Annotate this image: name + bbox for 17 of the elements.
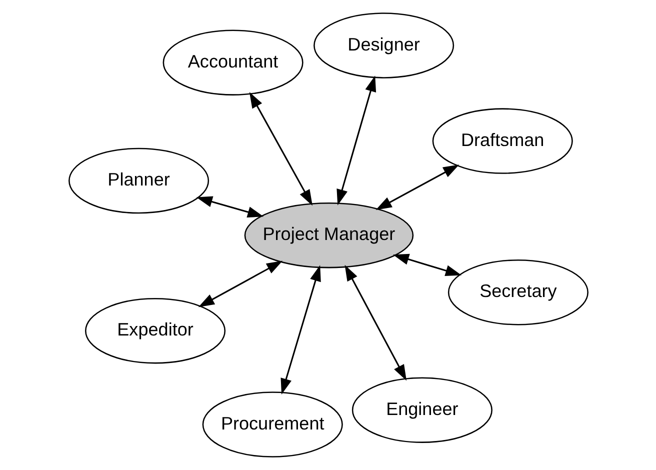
node-ellipse: Expeditor: [84, 298, 226, 364]
node-ellipse: Procurement: [202, 392, 342, 458]
node-ellipse: Project Manager: [244, 202, 414, 268]
node-ellipse: Engineer: [351, 377, 492, 443]
arrow: [248, 92, 312, 206]
arrow: [336, 76, 376, 206]
node-ellipse: Designer: [313, 12, 454, 78]
node-ellipse: Planner: [68, 148, 209, 214]
arrow: [280, 265, 320, 395]
node-ellipse: Accountant: [162, 30, 303, 96]
arrow: [375, 164, 459, 210]
arrow: [392, 254, 462, 276]
arrow: [196, 196, 264, 218]
arrow: [344, 264, 406, 381]
arrow: [198, 260, 282, 308]
node-ellipse: Secretary: [447, 259, 588, 326]
node-ellipse: Draftsman: [432, 108, 572, 174]
